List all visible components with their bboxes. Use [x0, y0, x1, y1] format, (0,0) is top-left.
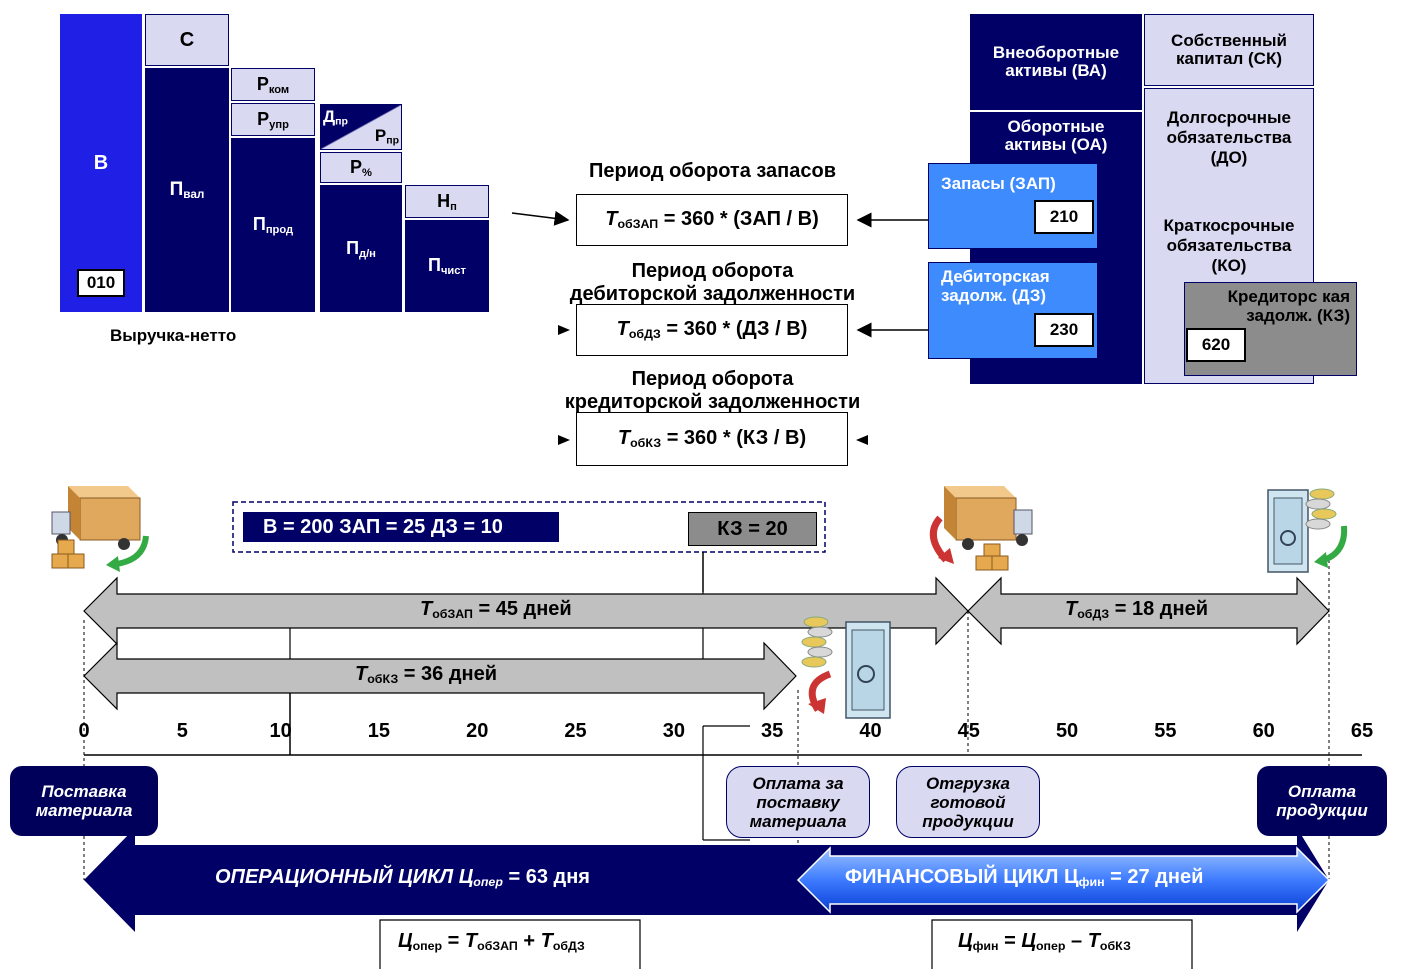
- tick-label-35: 35: [761, 720, 784, 742]
- revenue-code: 010: [77, 269, 125, 297]
- long-term-liabilities: Долгосрочные обязательства (ДО): [1166, 108, 1292, 167]
- tick-label-30: 30: [662, 720, 685, 742]
- kz-period-label: ТобКЗ = 36 дней: [355, 663, 498, 687]
- tick-label-25: 25: [564, 720, 587, 742]
- tax-box: Нп: [405, 185, 489, 218]
- tick-label-15: 15: [367, 720, 391, 742]
- gross-profit-bar: Пвал: [145, 68, 229, 312]
- revenue-bar-b: В: [60, 14, 142, 312]
- r-upr-box: Рупр: [231, 103, 315, 136]
- event-supply: Поставка материала: [10, 766, 158, 836]
- payables-code: 620: [1186, 328, 1246, 362]
- tick-label-50: 50: [1055, 720, 1079, 742]
- inventory-label: Запасы (ЗАП): [941, 174, 1056, 193]
- inventory-code: 210: [1034, 200, 1094, 234]
- operating-cycle-arrow: [84, 828, 1329, 932]
- cost-c-box: С: [145, 14, 229, 66]
- short-term-liabilities: Краткосрочные обязательства (КО): [1163, 216, 1295, 275]
- r-pr-label: Рпр: [374, 126, 399, 147]
- tick-label-40: 40: [859, 720, 882, 742]
- financial-cycle-label: ФИНАНСОВЫЙ ЦИКЛ Цфин = 27 дней: [845, 866, 1204, 890]
- pretax-profit-bar: Пд/н: [320, 185, 402, 312]
- d-pr-label: Дпр: [323, 107, 348, 128]
- input-kz: КЗ = 20: [688, 512, 817, 546]
- d-pr-r-pr-box: Дпр Рпр: [320, 104, 402, 150]
- tick-label-20: 20: [466, 720, 489, 742]
- arrowhead-dz-left: [558, 325, 570, 335]
- payables-box: Кредиторс кая задолж. (КЗ): [1184, 282, 1357, 376]
- event-pay-supply: Оплата за поставку материала: [726, 766, 870, 838]
- tick-label-65: 65: [1350, 720, 1374, 742]
- payables-period-formula: ТобКЗ = 360 * (КЗ / В): [576, 412, 848, 466]
- receivables-code: 230: [1034, 313, 1094, 347]
- kz-period-arrow: [83, 641, 797, 711]
- arrowhead-kz-right: [856, 435, 868, 445]
- tick-label-60: 60: [1252, 720, 1275, 742]
- zap-period-label: ТобЗАП = 45 дней: [420, 598, 572, 622]
- financial-cycle-formula: Цфин = Цопер – ТобКЗ: [958, 930, 1131, 954]
- tick-label-45: 45: [957, 720, 980, 742]
- input-values: В = 200 ЗАП = 25 ДЗ = 10: [243, 512, 559, 542]
- connector-revenue-to-formula: [511, 210, 570, 226]
- inputs-frame: [232, 501, 826, 553]
- r-pct-box: Р%: [320, 152, 402, 183]
- receivables-period-formula: ТобДЗ = 360 * (ДЗ / В): [576, 304, 848, 356]
- financial-cycle-arrow: [796, 846, 1331, 914]
- inventory-period-title: Период оборота запасов: [588, 160, 837, 182]
- event-shipment: Отгрузка готовой продукции: [896, 766, 1040, 838]
- inventory-period-formula: ТобЗАП = 360 * (ЗАП / В): [576, 194, 848, 246]
- payables-label: Кредиторс кая задолж. (КЗ): [1227, 287, 1350, 325]
- arrowhead-kz-left: [558, 435, 570, 445]
- tick-label-5: 5: [176, 720, 188, 742]
- event-pay-product: Оплата продукции: [1257, 766, 1387, 836]
- oper-formula-frame: [379, 919, 641, 969]
- tick-label-0: 0: [78, 720, 90, 742]
- net-profit-bar: Пчист: [405, 220, 489, 312]
- dz-period-label: ТобДЗ = 18 дней: [1065, 598, 1208, 622]
- r-kom-box: Рком: [231, 68, 315, 101]
- revenue-caption: Выручка-нетто: [110, 326, 237, 345]
- tick-label-10: 10: [269, 720, 292, 742]
- non-current-assets: Внеоборотные активы (ВА): [970, 14, 1142, 110]
- fin-formula-frame: [931, 919, 1193, 969]
- sales-profit-bar: Ппрод: [231, 138, 315, 312]
- tick-label-55: 55: [1154, 720, 1177, 742]
- operating-cycle-label: ОПЕРАЦИОННЫЙ ЦИКЛ Цопер = 63 дня: [215, 866, 590, 890]
- revenue-b-label: В: [93, 151, 109, 174]
- equity: Собственный капитал (СК): [1144, 14, 1314, 86]
- receivables-label: Дебиторская задолж. (ДЗ): [941, 267, 1050, 305]
- operating-cycle-formula: Цопер = ТобЗАП + ТобДЗ: [398, 930, 585, 954]
